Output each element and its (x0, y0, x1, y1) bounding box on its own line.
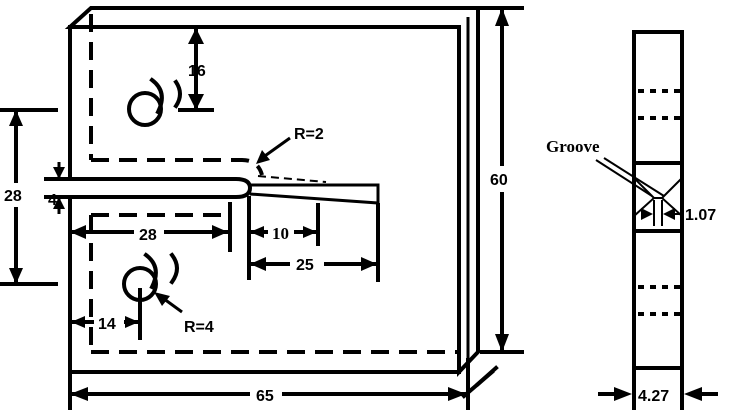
plate-side-view: Groove 1.07 4.27 (546, 30, 718, 410)
dim-28b-arrow-right (212, 225, 228, 239)
r4-label: R=4 (184, 319, 214, 336)
dim-16-arrow-bottom (188, 94, 204, 110)
dim-16-label: 16 (188, 63, 206, 80)
dim-10-label-bg (268, 222, 294, 244)
dimension-16: 16 (178, 28, 214, 112)
dim-28b-label: 28 (139, 227, 157, 244)
dim-16-arrow-top (188, 28, 204, 44)
dim-14-arrow-left (71, 316, 85, 328)
radius-2-callout: R=2 (256, 126, 324, 164)
dim-107-arrow-right (663, 208, 675, 220)
groove-label: Groove (546, 137, 600, 156)
dim-65-label-bg (250, 384, 282, 406)
dimension-65: 65 (68, 374, 466, 410)
r2-arrow (256, 150, 270, 164)
dim-427-arrow-left (614, 387, 632, 401)
plate-front-view (44, 6, 499, 410)
dim-10-label: 10 (272, 224, 289, 243)
dim-25-arrow-left (250, 257, 266, 271)
dim-10-arrow-right (303, 226, 317, 238)
dim-427-arrow-right (684, 387, 702, 401)
dim-107-label: 1.07 (685, 207, 716, 224)
dim-28b-label-bg (134, 222, 164, 244)
hidden-slot-top (91, 158, 264, 176)
dim-28l-arrow-bottom (9, 268, 23, 284)
slot-notch (44, 177, 253, 199)
hidden-notch-line (257, 175, 327, 183)
dim-65-arrow-left (70, 387, 88, 401)
groove-leader-2 (603, 157, 665, 197)
dimension-28-bottom: 28 (70, 202, 232, 252)
dimension-28-left: 28 (0, 108, 58, 286)
radius-4-callout: R=4 (154, 292, 214, 336)
upper-hole-arc-outer (173, 79, 182, 109)
dim-107-arrow-left (641, 208, 653, 220)
dim-14-arrow-right (125, 316, 139, 328)
dimension-14: 14 (70, 288, 142, 340)
dim-60-label-bg (488, 166, 518, 192)
dim-65-label: 65 (256, 388, 274, 405)
dim-4-arrow-bottom (53, 197, 65, 209)
dimension-25: 25 (249, 203, 380, 282)
dim-4-label: 4 (48, 192, 57, 209)
dim-4-arrow-top (53, 167, 65, 179)
dim-28l-label: 28 (4, 188, 22, 205)
dim-28l-arrow-top (9, 110, 23, 126)
plate-outline-back (64, 6, 480, 378)
side-view-outline (632, 30, 684, 370)
dim-25-label: 25 (296, 257, 314, 274)
dim-65-arrow-right (448, 387, 466, 401)
dim-14-label: 14 (98, 316, 116, 333)
dim-10-arrow-left (250, 226, 264, 238)
r2-label: R=2 (294, 126, 324, 143)
dim-427-label: 4.27 (638, 388, 669, 405)
dim-14-label-bg (94, 312, 124, 334)
dim-60-arrow-bottom (495, 334, 509, 352)
r4-arrow (154, 292, 170, 306)
pre-crack (249, 183, 380, 205)
lower-hole-arc (143, 252, 158, 290)
upper-hole-arc (149, 77, 164, 115)
dimension-60: 60 (480, 6, 524, 354)
upper-pin-hole (127, 91, 163, 127)
dimension-4: 4 (48, 162, 65, 214)
dim-28l-label-bg (2, 183, 28, 207)
dim-60-arrow-top (495, 8, 509, 26)
groove-leader-1 (595, 159, 653, 197)
lower-hole-arc-outer (169, 252, 179, 285)
r2-leader (261, 136, 291, 160)
dim-28b-arrow-left (70, 225, 86, 239)
dim-60-label: 60 (490, 172, 508, 189)
thickness-tick-2 (475, 365, 499, 387)
dim-25-label-bg (290, 253, 324, 275)
dimension-10: 10 (247, 196, 320, 280)
dim-25-arrow-right (361, 257, 377, 271)
